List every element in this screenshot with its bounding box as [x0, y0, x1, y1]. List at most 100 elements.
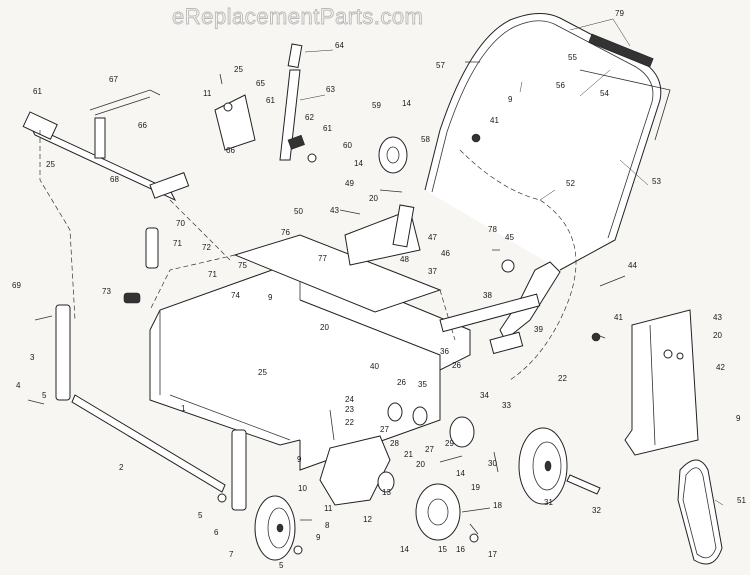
callout-label: 40	[370, 362, 379, 371]
callout-label: 73	[102, 287, 111, 296]
callout-label: 62	[305, 113, 314, 122]
callout-label: 8	[325, 521, 330, 530]
callout-label: 20	[416, 460, 425, 469]
leader-lines	[299, 18, 724, 506]
callout-label: 65	[256, 79, 265, 88]
callout-label: 9	[508, 95, 513, 104]
callout-label: 11	[203, 89, 212, 98]
callout-label: 34	[480, 391, 489, 400]
callout-label: 19	[471, 483, 480, 492]
callout-label: 71	[173, 239, 182, 248]
callout-label: 74	[231, 291, 240, 300]
callout-label: 39	[534, 325, 543, 334]
callout-label: 48	[400, 255, 409, 264]
callout-label: 27	[425, 445, 434, 454]
callout-label: 43	[330, 206, 339, 215]
callout-label: 60	[343, 141, 352, 150]
callout-label: 43	[713, 313, 722, 322]
callout-label: 30	[488, 459, 497, 468]
wheels	[254, 427, 601, 561]
callout-label: 14	[400, 545, 409, 554]
callout-label: 5	[42, 391, 47, 400]
callout-label: 54	[600, 89, 609, 98]
callout-label: 29	[445, 439, 454, 448]
main-housing	[149, 234, 471, 471]
callout-label: 33	[502, 401, 511, 410]
watermark-text: eReplacementParts.com	[172, 4, 423, 29]
callout-label: 18	[493, 501, 502, 510]
callout-label: 45	[505, 233, 514, 242]
callout-label: 64	[335, 41, 344, 50]
callout-label: 63	[326, 85, 335, 94]
callout-label: 37	[428, 267, 437, 276]
callout-label: 14	[354, 159, 363, 168]
brackets	[55, 227, 699, 511]
callout-label: 25	[234, 65, 243, 74]
callout-label: 17	[488, 550, 497, 559]
callout-label: 25	[46, 160, 55, 169]
callout-label: 5	[198, 511, 203, 520]
callout-label: 61	[266, 96, 275, 105]
callout-label: 27	[380, 425, 389, 434]
callout-label: 28	[390, 439, 399, 448]
callout-label: 20	[320, 323, 329, 332]
callout-label: 26	[397, 378, 406, 387]
callout-label: 38	[483, 291, 492, 300]
callout-label: 59	[372, 101, 381, 110]
callout-label: 14	[456, 469, 465, 478]
callout-label: 66	[138, 121, 147, 130]
callout-label: 1	[181, 404, 186, 413]
callout-label: 7	[229, 550, 234, 559]
callout-label: 51	[737, 496, 746, 505]
callout-label: 9	[297, 455, 302, 464]
callout-label: 9	[268, 293, 273, 302]
callout-label: 11	[324, 504, 333, 513]
callout-label: 14	[402, 99, 411, 108]
callout-label: 32	[592, 506, 601, 515]
callout-label: 71	[208, 270, 217, 279]
callout-label: 16	[456, 545, 465, 554]
pulley-assembly	[319, 136, 541, 541]
callout-label: 41	[490, 116, 499, 125]
callout-label: 12	[363, 515, 372, 524]
callout-label: 15	[438, 545, 447, 554]
callout-label: 3	[30, 353, 35, 362]
callout-label: 4	[16, 381, 21, 390]
callout-label: 46	[441, 249, 450, 258]
callout-label: 9	[316, 533, 321, 542]
callout-label: 5	[279, 561, 284, 570]
callout-label: 70	[176, 219, 185, 228]
callout-label: 77	[318, 254, 327, 263]
callout-label: 52	[566, 179, 575, 188]
callout-label: 57	[436, 61, 445, 70]
callout-label: 68	[110, 175, 119, 184]
callout-label: 67	[109, 75, 118, 84]
callout-label: 20	[713, 331, 722, 340]
callout-label: 69	[12, 281, 21, 290]
callout-label: 56	[556, 81, 565, 90]
callout-label: 22	[558, 374, 567, 383]
callout-label: 58	[421, 135, 430, 144]
callout-label: 49	[345, 179, 354, 188]
callout-label: 9	[736, 414, 741, 423]
callout-label: 35	[418, 380, 427, 389]
callout-label: 24	[345, 395, 354, 404]
callout-label: 25	[258, 368, 267, 377]
callout-label: 20	[369, 194, 378, 203]
callout-label: 72	[202, 243, 211, 252]
callout-label: 26	[452, 361, 461, 370]
callout-label: 50	[294, 207, 303, 216]
callout-label: 23	[345, 405, 354, 414]
callout-label: 76	[281, 228, 290, 237]
callout-label: 75	[238, 261, 247, 270]
callout-label: 61	[323, 124, 332, 133]
callout-label: 10	[298, 484, 307, 493]
control-levers	[22, 43, 305, 321]
callout-label: 55	[568, 53, 577, 62]
callout-label: 36	[440, 347, 449, 356]
callout-label: 53	[652, 177, 661, 186]
hardware	[27, 61, 684, 555]
